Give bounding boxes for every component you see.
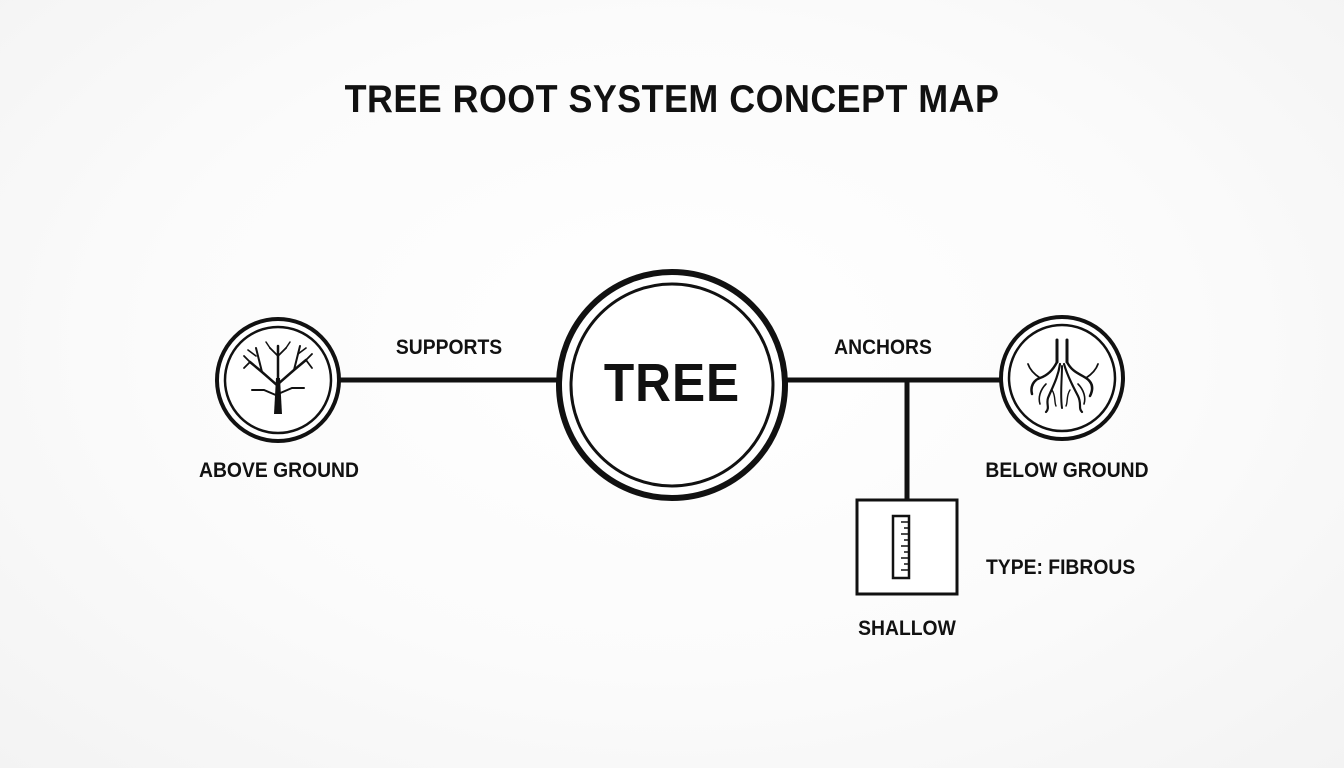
tree-icon [243,341,313,414]
shallow-label: SHALLOW [858,617,956,640]
diagram-title: TREE ROOT SYSTEM CONCEPT MAP [344,78,1000,121]
type-annotation: TYPE: FIBROUS [986,556,1136,579]
shallow-node[interactable] [855,498,959,596]
center-node-label: TREE [603,353,741,413]
center-node[interactable] [556,269,788,501]
supports-edge-label: SUPPORTS [395,336,503,359]
below-ground-label: BELOW GROUND [985,459,1149,482]
above-ground-label: ABOVE GROUND [199,459,359,482]
anchors-edge-label: ANCHORS [834,336,932,359]
roots-icon [1027,338,1099,414]
ruler-icon [891,514,911,580]
